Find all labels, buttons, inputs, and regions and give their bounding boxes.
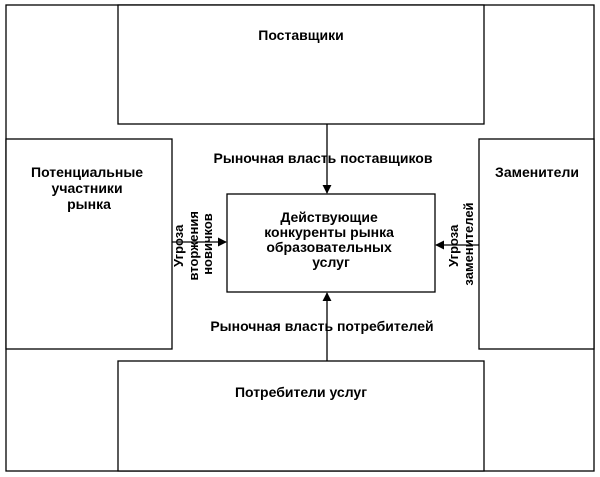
competitors-label: Действующие конкуренты рынка образовател… xyxy=(264,209,398,270)
consumers-label: Потребители услуг xyxy=(235,384,367,400)
entrants-box xyxy=(5,138,173,350)
substitutes-label: Заменители xyxy=(495,164,579,180)
suppliers-box xyxy=(117,4,485,125)
buyer-power-label: Рыночная власть потребителей xyxy=(210,318,433,334)
consumers-box xyxy=(117,360,485,472)
entrants-label: Потенциальные участники рынка xyxy=(31,164,147,212)
substitutes-threat-label: Угроза заменителей xyxy=(446,202,476,285)
entrants-threat-label: Угроза вторжения новичков xyxy=(171,207,215,280)
supplier-power-label: Рыночная власть поставщиков xyxy=(214,150,433,166)
competitors-box xyxy=(226,193,436,293)
substitutes-box xyxy=(478,138,595,350)
suppliers-label: Поставщики xyxy=(258,27,344,43)
